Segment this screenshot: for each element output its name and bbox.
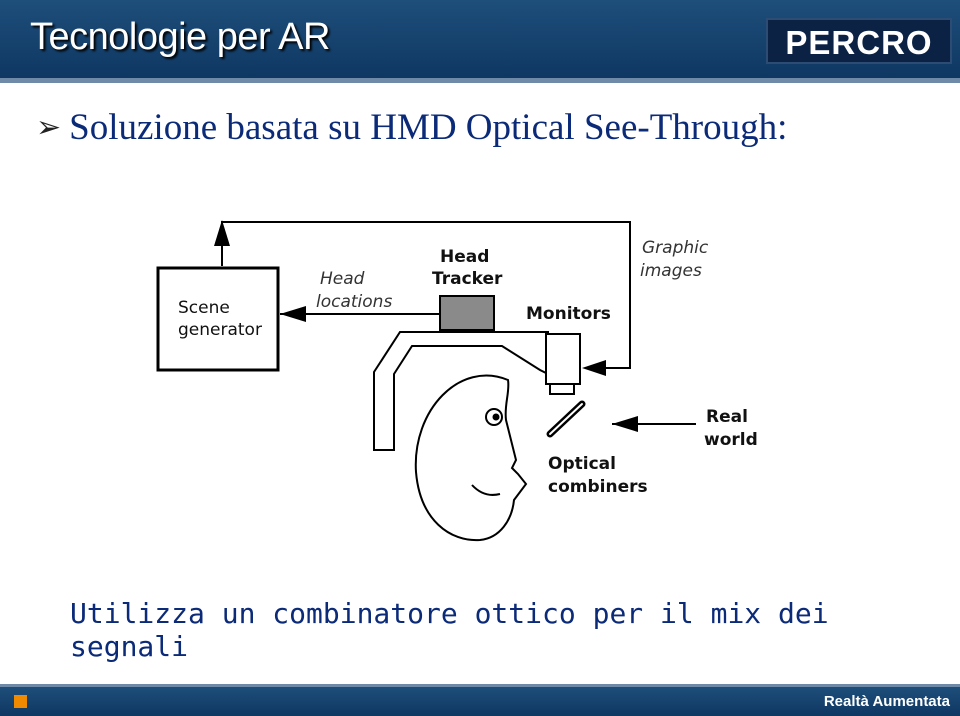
head-locations-label-1: Head: [320, 269, 365, 289]
header-bar: Tecnologie per AR PERCRO: [0, 0, 960, 80]
scene-generator-box: [156, 266, 280, 372]
percro-logo: PERCRO: [766, 18, 952, 64]
hmd-diagram: Scene generator Head locations Head Trac…: [156, 220, 758, 542]
arrow-from-real-world: [612, 416, 638, 432]
head-tracker-box: [439, 295, 495, 331]
hmd-helmet-frame: [373, 331, 549, 451]
graphic-images-label-1: Graphic: [642, 238, 709, 258]
scene-generator-label-2: generator: [178, 320, 262, 340]
scene-generator-label-1: Scene: [178, 298, 230, 318]
footer-label: Realtà Aumentata: [823, 693, 950, 710]
monitors-label: Monitors: [526, 304, 611, 324]
orange-square-icon: [14, 695, 27, 708]
footer-bar: Realtà Aumentata: [0, 684, 960, 716]
head-tracker-label-2: Tracker: [432, 269, 503, 289]
bullet-point: ➢ Soluzione basata su HMD Optical See-Th…: [36, 106, 787, 149]
slide-title: Tecnologie per AR: [30, 16, 330, 58]
head-locations-label-2: locations: [316, 292, 392, 312]
header-stripe: [0, 78, 960, 83]
slide-caption: Utilizza un combinatore ottico per il mi…: [70, 597, 829, 663]
optical-combiners-label-2: combiners: [548, 477, 648, 497]
arrow-up-to-generator: [214, 220, 230, 246]
bullet-text: Soluzione basata su HMD Optical See-Thro…: [69, 107, 788, 148]
mouth: [471, 484, 501, 496]
logo-text: PERCRO: [785, 24, 933, 61]
optical-combiners-label-1: Optical: [548, 454, 616, 474]
arrow-into-generator: [280, 306, 306, 322]
graphic-images-label-2: images: [640, 261, 702, 281]
monitor-box: [545, 333, 581, 385]
head-tracker-label-1: Head: [440, 247, 489, 267]
head-profile: [414, 374, 528, 542]
monitor-lens: [549, 383, 575, 395]
real-world-label-2: world: [704, 430, 758, 450]
arrow-bullet-icon: ➢: [36, 110, 62, 145]
arrow-into-monitor: [582, 360, 606, 376]
real-world-label-1: Real: [706, 407, 748, 427]
